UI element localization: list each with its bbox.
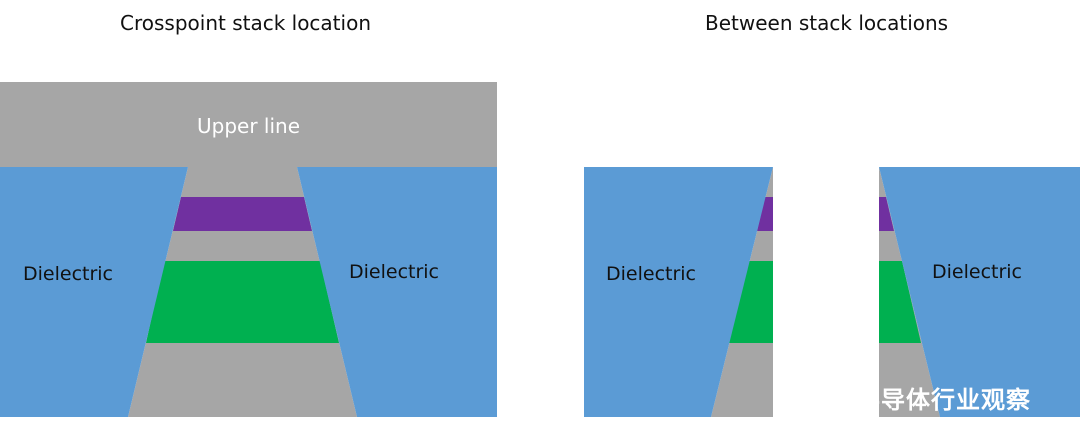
dielectric-right — [297, 167, 497, 417]
green-sliver-right — [879, 261, 921, 343]
green-sliver-left — [729, 261, 773, 343]
title-between: Between stack locations — [705, 11, 949, 35]
crosspoint-panel — [0, 82, 497, 417]
watermark-text: 半导体行业观察 — [856, 386, 1031, 414]
wechat-icon — [808, 382, 847, 411]
dielectric-between-left — [584, 167, 773, 417]
purple-layer — [173, 197, 312, 231]
label-upper-line: Upper line — [197, 114, 301, 138]
watermark: 半导体行业观察 — [808, 380, 1031, 415]
label-dielectric-right: Dielectric — [349, 261, 439, 283]
dielectric-left — [0, 167, 188, 417]
label-dielectric-between-left: Dielectric — [606, 263, 696, 285]
purple-sliver-left — [757, 197, 773, 231]
title-crosspoint: Crosspoint stack location — [120, 11, 371, 35]
green-layer — [146, 261, 339, 343]
between-stack-panel — [584, 167, 1080, 417]
label-dielectric-between-right: Dielectric — [932, 261, 1022, 283]
purple-sliver-right — [879, 197, 894, 231]
upper-line — [0, 82, 497, 167]
label-dielectric-left: Dielectric — [23, 263, 113, 285]
dielectric-between-right — [879, 167, 1080, 417]
